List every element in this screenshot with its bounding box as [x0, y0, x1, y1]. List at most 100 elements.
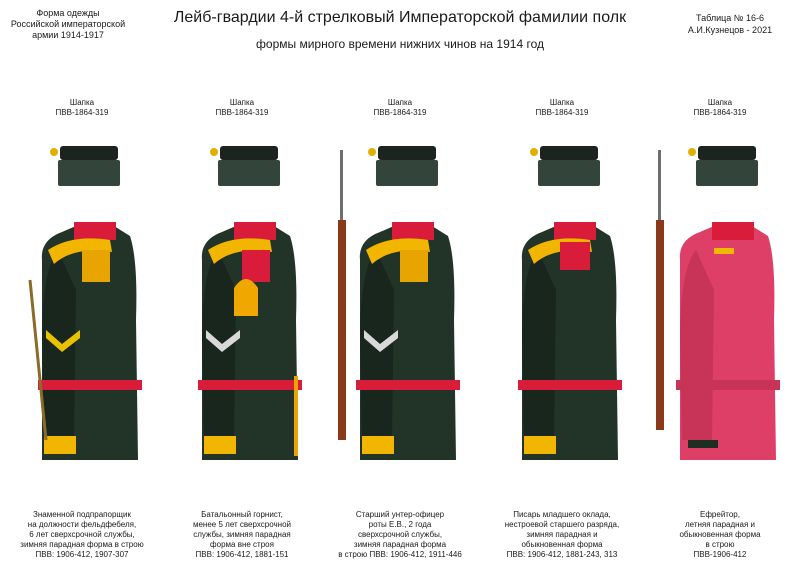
- cap-label-line: Шапка: [229, 98, 255, 107]
- cap-band: [376, 160, 438, 186]
- page-subtitle: формы мирного времени нижних чинов на 19…: [256, 37, 544, 51]
- cap-label-line: ПВВ-1864-319: [693, 108, 747, 117]
- shoulder-strap: [366, 238, 430, 264]
- sleeve-chevron: [206, 330, 240, 352]
- caption-line: ПВВ: 1906-412, 1907-307: [35, 550, 129, 559]
- bugle-cord: [294, 376, 298, 456]
- caption-line: обыкновенная форма: [521, 540, 603, 549]
- waist-belt: [38, 380, 142, 390]
- caption-line: менее 5 лет сверхсрочной: [192, 520, 291, 529]
- sword-sash: [28, 279, 48, 441]
- caption-line: Старший унтер-офицер: [355, 510, 445, 519]
- cap-label-line: Шапка: [69, 98, 95, 107]
- caption-line: в строю: [705, 540, 735, 549]
- tunic-sleeve: [522, 250, 556, 440]
- chest-lapel: [560, 242, 590, 270]
- figure-caption: Батальонный горнист,менее 5 лет сверхсро…: [162, 510, 322, 560]
- cap-label-line: ПВВ-1864-319: [215, 108, 269, 117]
- cap-label-line: Шапка: [549, 98, 575, 107]
- cap-label-line: ПВВ-1864-319: [55, 108, 109, 117]
- caption-line: зимняя парадная форма в строю: [20, 540, 144, 549]
- cap-band: [58, 160, 120, 186]
- caption-line: нестроевой старшего разряда,: [504, 520, 620, 529]
- caption-line: ПВВ: 1906-412, 1881-243, 313: [506, 550, 618, 559]
- sleeve-cuff: [204, 436, 236, 454]
- waist-belt: [356, 380, 460, 390]
- caption-line: зимняя парадная форма: [353, 540, 447, 549]
- cap-crown: [220, 146, 278, 160]
- sleeve-chevron: [364, 330, 398, 352]
- chest-lapel: [242, 250, 270, 282]
- header-right-note: Таблица № 16-6 А.И.Кузнецов - 2021: [670, 12, 790, 36]
- cap-band: [218, 160, 280, 186]
- caption-line: Ефрейтор,: [700, 510, 740, 519]
- caption-line: Писарь младшего оклада,: [513, 510, 611, 519]
- shoulder-strap: [208, 238, 272, 264]
- header-left-line: Форма одежды: [36, 8, 100, 18]
- sleeve-cuff: [362, 436, 394, 454]
- cap-label-line: Шапка: [707, 98, 733, 107]
- uniform-figure: [198, 146, 302, 460]
- header-left-note: Форма одежды Российской императорской ар…: [8, 8, 128, 41]
- caption-line: Знаменной подпрапорщик: [33, 510, 131, 519]
- caption-line: 6 лет сверхсрочной службы,: [29, 530, 135, 539]
- chest-lapel: [82, 250, 110, 282]
- caption-line: обыкновенная форма: [679, 530, 761, 539]
- sleeve-chevron: [46, 330, 80, 352]
- caption-line: службы, зимняя парадная: [193, 530, 291, 539]
- header-left-line: армии 1914-1917: [32, 30, 104, 40]
- uniform-figure: [28, 146, 142, 460]
- cap-badge-icon: [688, 148, 696, 156]
- rifle-stock: [656, 220, 664, 430]
- caption-line: ПВВ: 1906-412, 1881-151: [195, 550, 289, 559]
- cap-badge-icon: [530, 148, 538, 156]
- cap-badge-icon: [368, 148, 376, 156]
- caption-line: форма вне строя: [210, 540, 274, 549]
- cap-badge-icon: [50, 148, 58, 156]
- caption-line: роты Е.В., 2 года: [368, 520, 432, 529]
- collar: [554, 222, 596, 240]
- cap-label-line: ПВВ-1864-319: [373, 108, 427, 117]
- cap-label-line: Шапка: [387, 98, 413, 107]
- cap-crown: [378, 146, 436, 160]
- bugle-icon: [234, 279, 258, 316]
- cap-label-line: ПВВ-1864-319: [535, 108, 589, 117]
- header-left-line: Российской императорской: [10, 19, 126, 29]
- collar: [234, 222, 276, 240]
- bayonet: [658, 150, 661, 220]
- uniform-figure: [656, 146, 780, 460]
- collar: [74, 222, 116, 240]
- page-title: Лейб-гвардии 4-й стрелковый Императорско…: [173, 9, 627, 26]
- corporal-stripe: [714, 248, 734, 254]
- cap-band: [538, 160, 600, 186]
- bayonet: [340, 150, 343, 220]
- caption-line: на должности фельдфебеля,: [27, 520, 137, 529]
- caption-line: в строю ПВВ: 1906-412, 1911-446: [338, 550, 462, 559]
- sleeve-cuff: [688, 440, 718, 448]
- sleeve-cuff: [524, 436, 556, 454]
- waist-belt: [676, 380, 780, 390]
- tunic-sleeve: [680, 250, 714, 440]
- header-right-line: Таблица № 16-6: [696, 13, 764, 23]
- figure-caption: Писарь младшего оклада,нестроевой старше…: [482, 510, 642, 560]
- caption-line: зимняя парадная и: [526, 530, 598, 539]
- waist-belt: [198, 380, 302, 390]
- collar: [392, 222, 434, 240]
- sleeve-cuff: [44, 436, 76, 454]
- collar: [712, 222, 754, 240]
- header-right-line: А.И.Кузнецов - 2021: [687, 25, 773, 35]
- cap-crown: [698, 146, 756, 160]
- caption-line: ПВВ-1906-412: [693, 550, 747, 559]
- caption-line: Батальонный горнист,: [201, 510, 283, 519]
